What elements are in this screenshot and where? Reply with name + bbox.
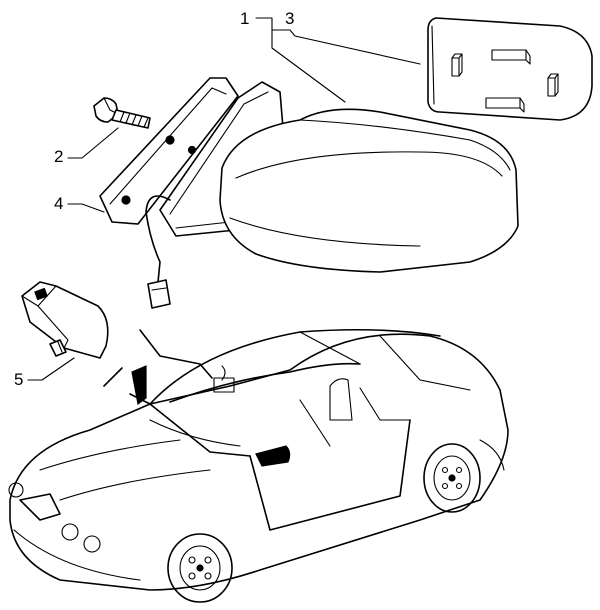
callout-1-label: 1 bbox=[240, 9, 249, 28]
callout-3-label: 3 bbox=[285, 9, 294, 28]
callout-1: 1 bbox=[240, 9, 346, 103]
mirror-housing-part bbox=[145, 81, 519, 309]
callout-3: 3 bbox=[271, 9, 421, 65]
callout-4-label: 4 bbox=[54, 194, 63, 213]
callout-5-leader bbox=[27, 357, 75, 381]
gasket-plate-part bbox=[99, 77, 239, 225]
callout-5-label: 5 bbox=[14, 370, 23, 389]
mirror-glass-part bbox=[427, 17, 593, 121]
callout-4: 4 bbox=[54, 194, 105, 213]
callout-2-leader bbox=[67, 127, 119, 159]
callout-1-leader bbox=[255, 17, 346, 103]
interior-mirror-part bbox=[21, 281, 109, 359]
callout-3-leader bbox=[271, 29, 421, 65]
screw-part bbox=[93, 97, 151, 129]
callout-4-leader bbox=[67, 203, 105, 213]
callout-2: 2 bbox=[54, 127, 119, 166]
interior-mirror-location bbox=[103, 329, 235, 406]
callout-2-label: 2 bbox=[54, 147, 63, 166]
car-body bbox=[8, 328, 509, 603]
callout-5: 5 bbox=[14, 357, 75, 389]
